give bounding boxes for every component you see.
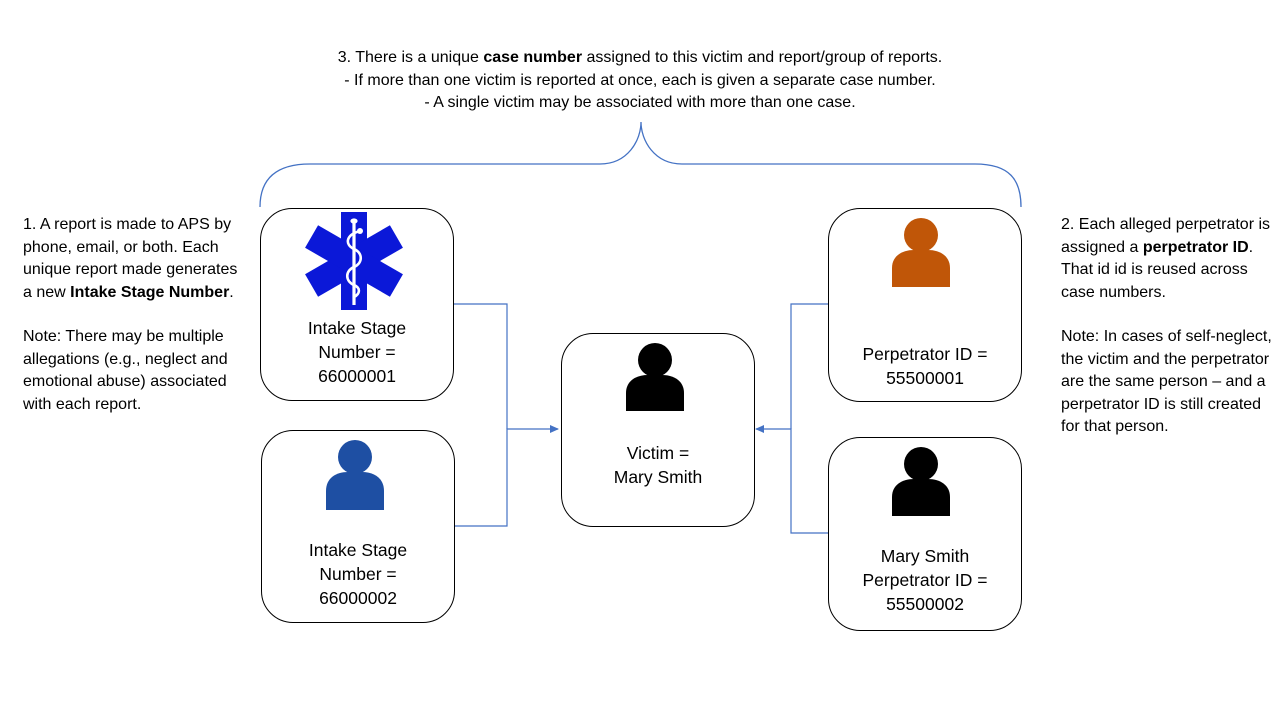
connector-perp1-to-victim [790,303,828,429]
connector-intake2-to-victim [455,425,559,527]
victim-box-label: Victim = Mary Smith [613,443,703,487]
perpetrator-note-para1: 2. Each alleged perpetrator is assigned … [1061,216,1271,301]
case-number-note-line2: - If more than one victim is reported at… [344,71,936,89]
perpetrator-id-term: perpetrator ID [1142,238,1249,256]
connector-perp2-to-victim [755,425,828,534]
intake-report-note-para1: 1. A report is made to APS by phone, ema… [23,216,238,301]
case-number-note-line1: 3. There is a unique case number assigne… [337,49,943,66]
intake-box-1-label: Intake Stage Number = 66000001 [307,318,407,386]
perpetrator-note: 2. Each alleged perpetrator is assigned … [1061,214,1276,439]
perpetrator-box-2: Mary Smith Perpetrator ID = 55500002 [828,437,1022,631]
perpetrator-box-2-label: Mary Smith Perpetrator ID = 55500002 [862,546,988,614]
connector-intake1-to-victim [454,303,508,429]
star-of-life-icon [303,210,405,312]
perpetrator-box-1: Perpetrator ID = 55500001 [828,208,1022,402]
intake-box-2: Intake Stage Number = 66000002 [261,430,455,623]
case-number-note: 3. There is a unique case number assigne… [280,47,1000,115]
case-number-note-line3: - A single victim may be associated with… [424,94,856,111]
person-icon [326,440,384,510]
intake-stage-number-term: Intake Stage Number [70,283,230,301]
intake-report-note: 1. A report is made to APS by phone, ema… [23,214,238,416]
intake-box-2-label: Intake Stage Number = 66000002 [308,540,408,608]
victim-box: Victim = Mary Smith [561,333,755,527]
perpetrator-note-para2: Note: In cases of self-neglect, the vict… [1061,328,1272,435]
perpetrator-box-1-label: Perpetrator ID = 55500001 [862,344,988,388]
person-icon [626,343,684,411]
case-bracket [259,121,1022,208]
person-icon [892,218,950,287]
intake-report-note-para2: Note: There may be multiple allegations … [23,328,228,413]
intake-box-1: Intake Stage Number = 66000001 [260,208,454,401]
person-icon [892,447,950,516]
case-number-term: case number [483,49,583,66]
